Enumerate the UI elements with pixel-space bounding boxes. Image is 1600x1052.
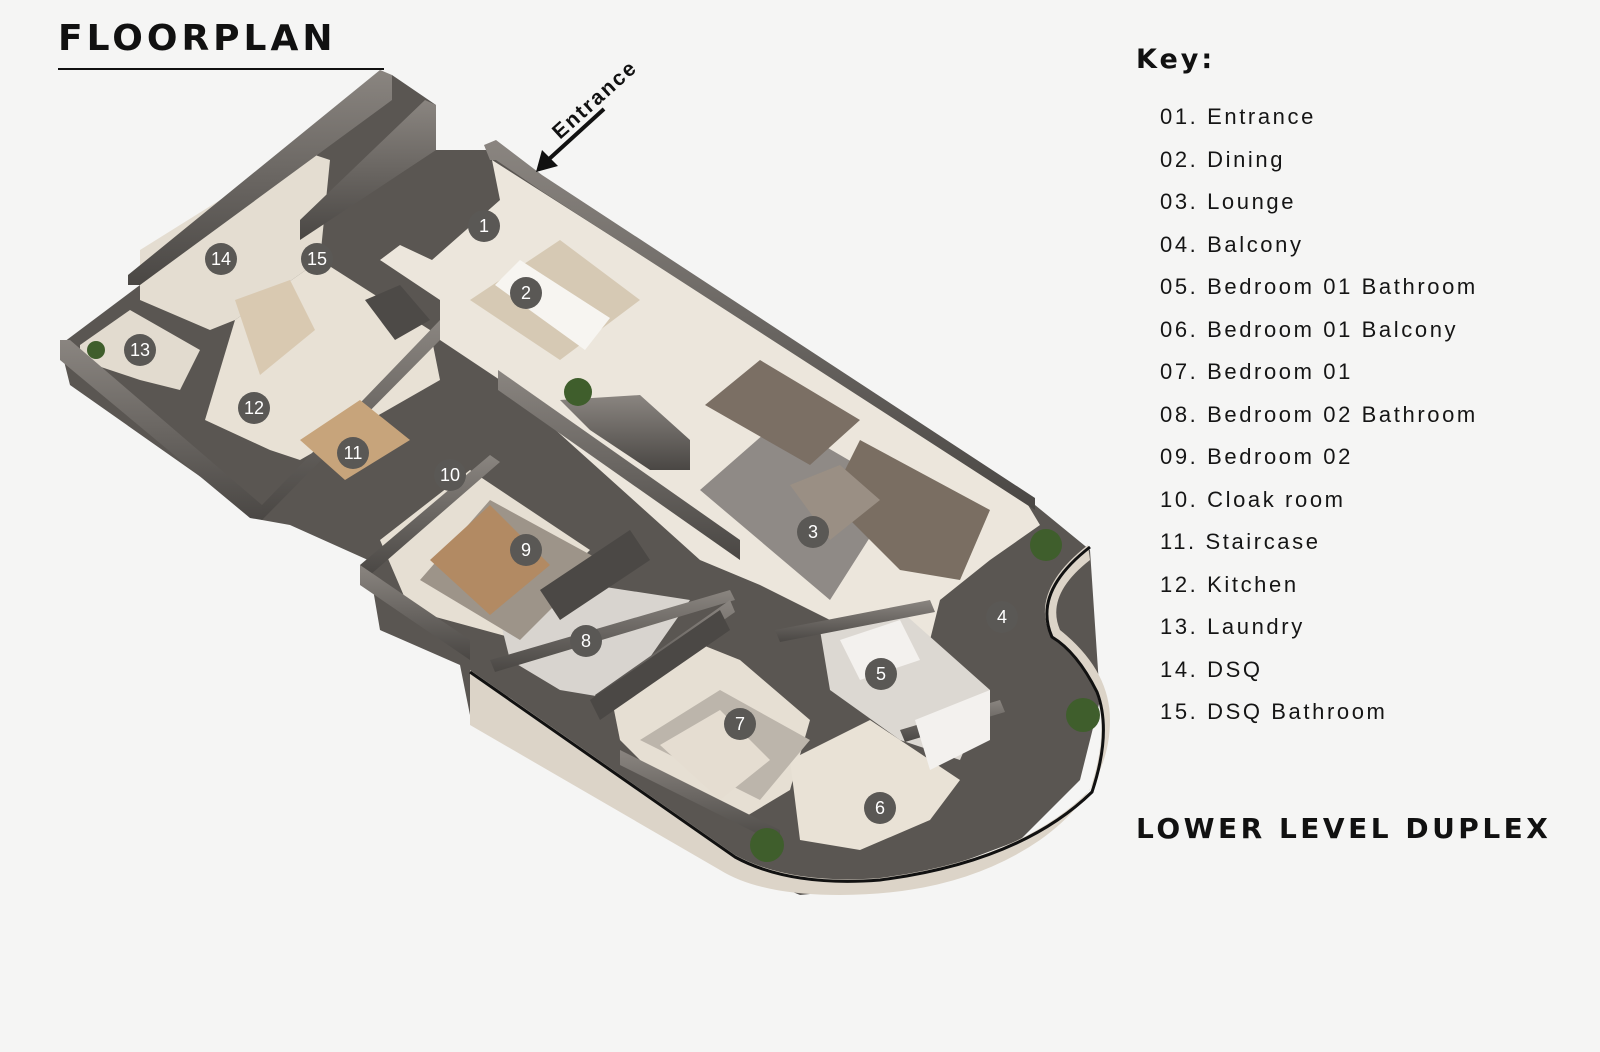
- arrow-head-icon: [536, 150, 558, 172]
- plant-icon: [1066, 698, 1100, 732]
- room-marker-label: 13: [130, 340, 150, 360]
- key-item: 08. Bedroom 02 Bathroom: [1160, 401, 1478, 427]
- key-item: 10. Cloak room: [1160, 486, 1346, 512]
- key-item: 04. Balcony: [1160, 231, 1304, 257]
- room-marker-label: 5: [876, 664, 886, 684]
- wardrobe-02: [540, 530, 650, 620]
- walls: [60, 70, 1035, 845]
- sofa-2: [830, 440, 990, 580]
- key-item: 06. Bedroom 01 Balcony: [1160, 316, 1459, 342]
- key-item: 11. Staircase: [1160, 529, 1321, 554]
- coffee-table: [790, 465, 880, 540]
- key-item: 01. Entrance: [1160, 104, 1316, 129]
- vanity: [840, 620, 920, 680]
- key-item: 14. DSQ: [1160, 656, 1263, 682]
- floorplan-illustration: Entrance 1 2 3 4 5 6 7 8 9 10 11 12 13 1…: [60, 56, 1110, 895]
- room-marker-6: 6: [864, 792, 896, 824]
- entrance-indicator: Entrance: [536, 56, 642, 172]
- room-marker-label: 9: [521, 540, 531, 560]
- room-marker-10: 10: [434, 459, 466, 491]
- bed-02: [430, 505, 550, 615]
- page-title: FLOORPLAN: [58, 18, 337, 59]
- room-marker-label: 1: [479, 216, 489, 236]
- room-marker-2: 2: [510, 277, 542, 309]
- key-item: 03. Lounge: [1160, 189, 1297, 214]
- key-item: 02. Dining: [1160, 146, 1286, 172]
- key-item: 13. Laundry: [1160, 614, 1305, 639]
- room-marker-label: 6: [875, 798, 885, 818]
- wardrobe-01: [590, 610, 730, 720]
- room-marker-label: 8: [581, 631, 591, 651]
- key-item: 05. Bedroom 01 Bathroom: [1160, 274, 1478, 299]
- room-marker-3: 3: [797, 516, 829, 548]
- room-marker-label: 10: [440, 465, 460, 485]
- plant-icon: [1030, 529, 1062, 561]
- room-marker-15: 15: [301, 243, 333, 275]
- plant-icon: [750, 828, 784, 862]
- key-title: Key:: [1136, 44, 1216, 75]
- room-marker-14: 14: [205, 243, 237, 275]
- room-marker-7: 7: [724, 708, 756, 740]
- title-underline: [58, 68, 384, 70]
- room-marker-11: 11: [337, 437, 369, 469]
- kitchen-shelves: [235, 280, 315, 375]
- room-marker-label: 15: [307, 249, 327, 269]
- room-marker-8: 8: [570, 625, 602, 657]
- level-subtitle: LOWER LEVEL DUPLEX: [1136, 812, 1552, 845]
- furniture: [235, 240, 990, 800]
- room-marker-5: 5: [865, 658, 897, 690]
- key-item: 09. Bedroom 02: [1160, 444, 1353, 469]
- room-marker-1: 1: [468, 210, 500, 242]
- room-marker-label: 2: [521, 283, 531, 303]
- room-marker-label: 12: [244, 398, 264, 418]
- plants: [87, 341, 1100, 862]
- plant-icon: [564, 378, 592, 406]
- bathtub: [915, 690, 990, 770]
- room-marker-label: 4: [997, 607, 1007, 627]
- room-marker-13: 13: [124, 334, 156, 366]
- key-item: 15. DSQ Bathroom: [1160, 699, 1388, 724]
- entrance-label: Entrance: [548, 56, 642, 144]
- room-marker-9: 9: [510, 534, 542, 566]
- key-item: 12. Kitchen: [1160, 571, 1299, 597]
- oven: [365, 285, 430, 340]
- room-marker-label: 3: [808, 522, 818, 542]
- room-marker-label: 11: [344, 443, 363, 463]
- room-markers: 1 2 3 4 5 6 7 8 9 10 11 12 13 14 15: [124, 210, 1018, 824]
- key-item: 07. Bedroom 01: [1160, 359, 1353, 384]
- room-marker-12: 12: [238, 392, 270, 424]
- plant-icon: [87, 341, 105, 359]
- room-marker-label: 14: [211, 249, 231, 269]
- room-marker-label: 7: [735, 714, 745, 734]
- sofa-1: [705, 360, 860, 465]
- key-list: 01. Entrance 02. Dining 03. Lounge 04. B…: [1160, 96, 1478, 734]
- room-marker-4: 4: [986, 601, 1018, 633]
- entrance-arrow-icon: [546, 107, 606, 162]
